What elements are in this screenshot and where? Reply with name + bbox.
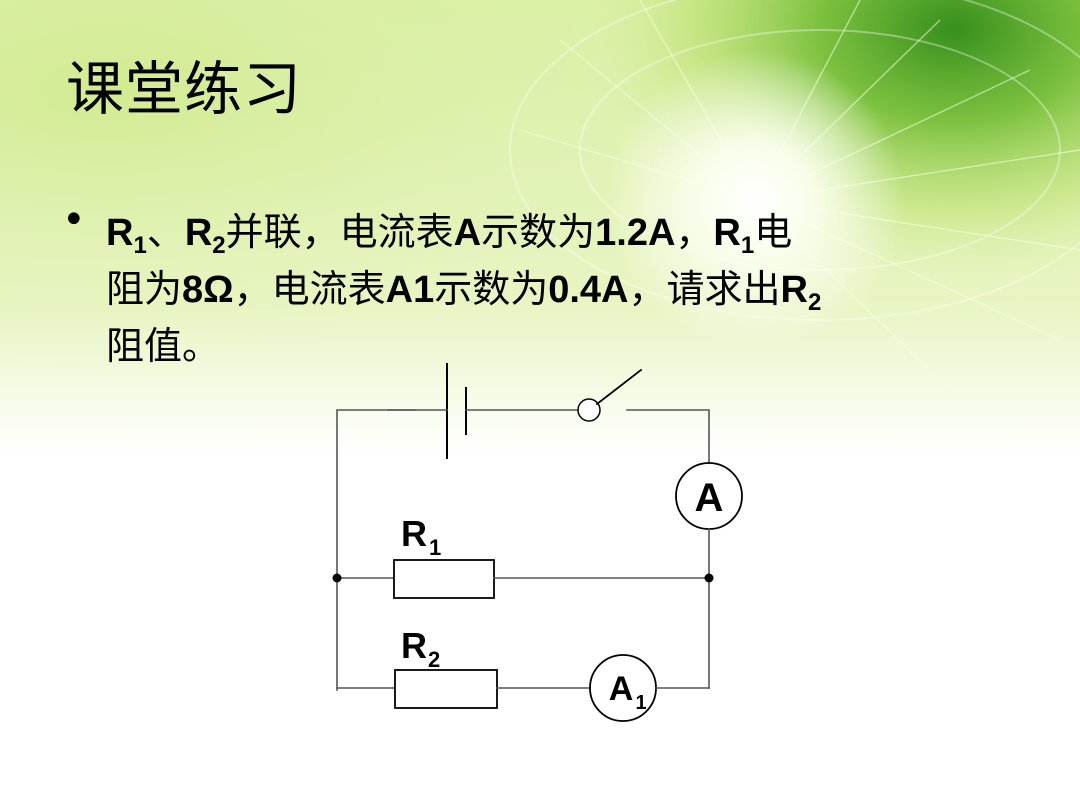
r2-symbol: R	[780, 269, 808, 311]
wire-top-right	[626, 409, 710, 466]
r1-label: R	[401, 513, 427, 554]
problem-line-2: 阻为8Ω，电流表A1示数为0.4A，请求出R2	[106, 261, 1046, 318]
switch-pivot	[577, 398, 601, 422]
text-segment: ，	[675, 210, 714, 254]
text-segment: 并联，电流表	[225, 210, 454, 254]
text-segment: 电	[754, 210, 793, 254]
ammeter-a-symbol: A	[453, 212, 482, 254]
ammeter-branch-subscript: 1	[635, 692, 646, 714]
problem-text: R1、R2并联，电流表A示数为1.2A，R1电 阻为8Ω，电流表A1示数为0.4…	[106, 204, 1046, 374]
r2-subscript: 2	[212, 232, 226, 259]
text-segment: 示数为	[434, 267, 549, 311]
r1-symbol: R	[713, 212, 741, 254]
r2-symbol: R	[184, 212, 213, 254]
text-segment: 阻为	[106, 267, 183, 311]
resistance-value: 8Ω	[182, 269, 234, 311]
slide-title: 课堂练习	[66, 55, 303, 123]
r1-symbol: R	[106, 212, 134, 254]
problem-line-3: 阻值。	[106, 324, 221, 368]
junction-dot-right	[704, 573, 714, 583]
problem-line-1: R1、R2并联，电流表A示数为1.2A，R1电	[106, 204, 1046, 261]
r2-label-subscript: 2	[428, 647, 440, 672]
resistor-r2	[394, 669, 498, 709]
bullet-point: •	[62, 197, 86, 243]
current-branch-value: 0.4A	[548, 269, 629, 311]
text-segment: ，电流表	[233, 267, 386, 311]
junction-dot-left	[332, 573, 342, 583]
ammeter-branch-label: A	[609, 670, 634, 708]
r1-subscript: 1	[740, 232, 755, 259]
text-segment: ，请求出	[628, 267, 781, 311]
text-segment: 示数为	[481, 210, 596, 254]
r1-label-subscript: 1	[429, 535, 441, 560]
r2-subscript: 2	[807, 289, 822, 316]
ammeter-a1-symbol: A1	[385, 269, 435, 311]
ammeter-main-label: A	[695, 476, 724, 520]
resistor-r1	[393, 559, 495, 599]
switch-blade	[595, 368, 643, 406]
text-segment: 、	[146, 210, 185, 254]
r1-subscript: 1	[133, 232, 147, 259]
current-total-value: 1.2A	[595, 212, 676, 254]
r2-label: R	[401, 625, 427, 666]
